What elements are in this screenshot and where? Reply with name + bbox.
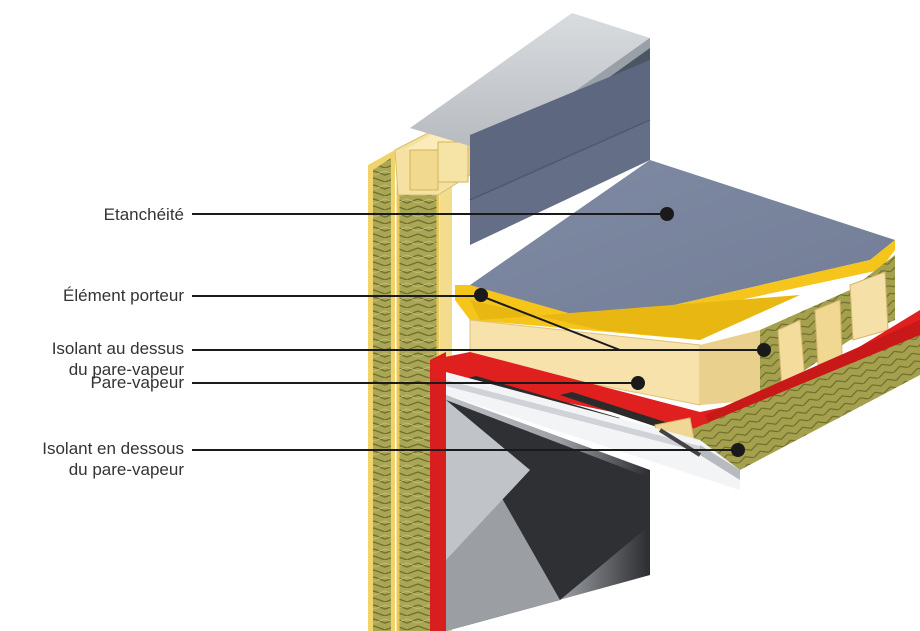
- leader-lines: [192, 207, 771, 457]
- label-isolant-dessous-line2: du pare-vapeur: [68, 460, 184, 479]
- label-pare-vapeur-line1: Pare-vapeur: [90, 373, 184, 392]
- lower-insulation: [446, 335, 920, 490]
- dot-etancheite: [660, 207, 674, 221]
- interior-wall: [446, 395, 650, 631]
- metal-coping: [410, 13, 651, 245]
- dot-isolant-dessous: [731, 443, 745, 457]
- label-pare-vapeur: Pare-vapeur: [90, 372, 184, 393]
- label-isolant-dessus-line2: du pare-vapeur: [68, 360, 184, 379]
- wall-vapor-barrier: [430, 352, 446, 631]
- roof-membrane: [470, 160, 895, 322]
- label-element-porteur: Élément porteur: [63, 285, 184, 306]
- label-etancheite: Etanchéité: [104, 204, 184, 225]
- dot-element-porteur: [474, 288, 488, 302]
- label-isolant-dessous-line1: Isolant en dessous: [42, 439, 184, 458]
- wall-outer-wool: [373, 158, 391, 631]
- steel-deck: [455, 240, 895, 340]
- label-isolant-dessus: Isolant au dessus du pare-vapeur: [52, 338, 184, 380]
- label-isolant-dessus-line1: Isolant au dessus: [51, 339, 184, 358]
- label-etancheite-line1: Etanchéité: [103, 205, 184, 224]
- wall-inner-wool: [398, 150, 438, 631]
- dot-pare-vapeur: [631, 376, 645, 390]
- label-element-porteur-line1: Élément porteur: [63, 286, 184, 305]
- label-isolant-dessous: Isolant en dessous du pare-vapeur: [42, 438, 184, 480]
- dot-isolant-dessus: [757, 343, 771, 357]
